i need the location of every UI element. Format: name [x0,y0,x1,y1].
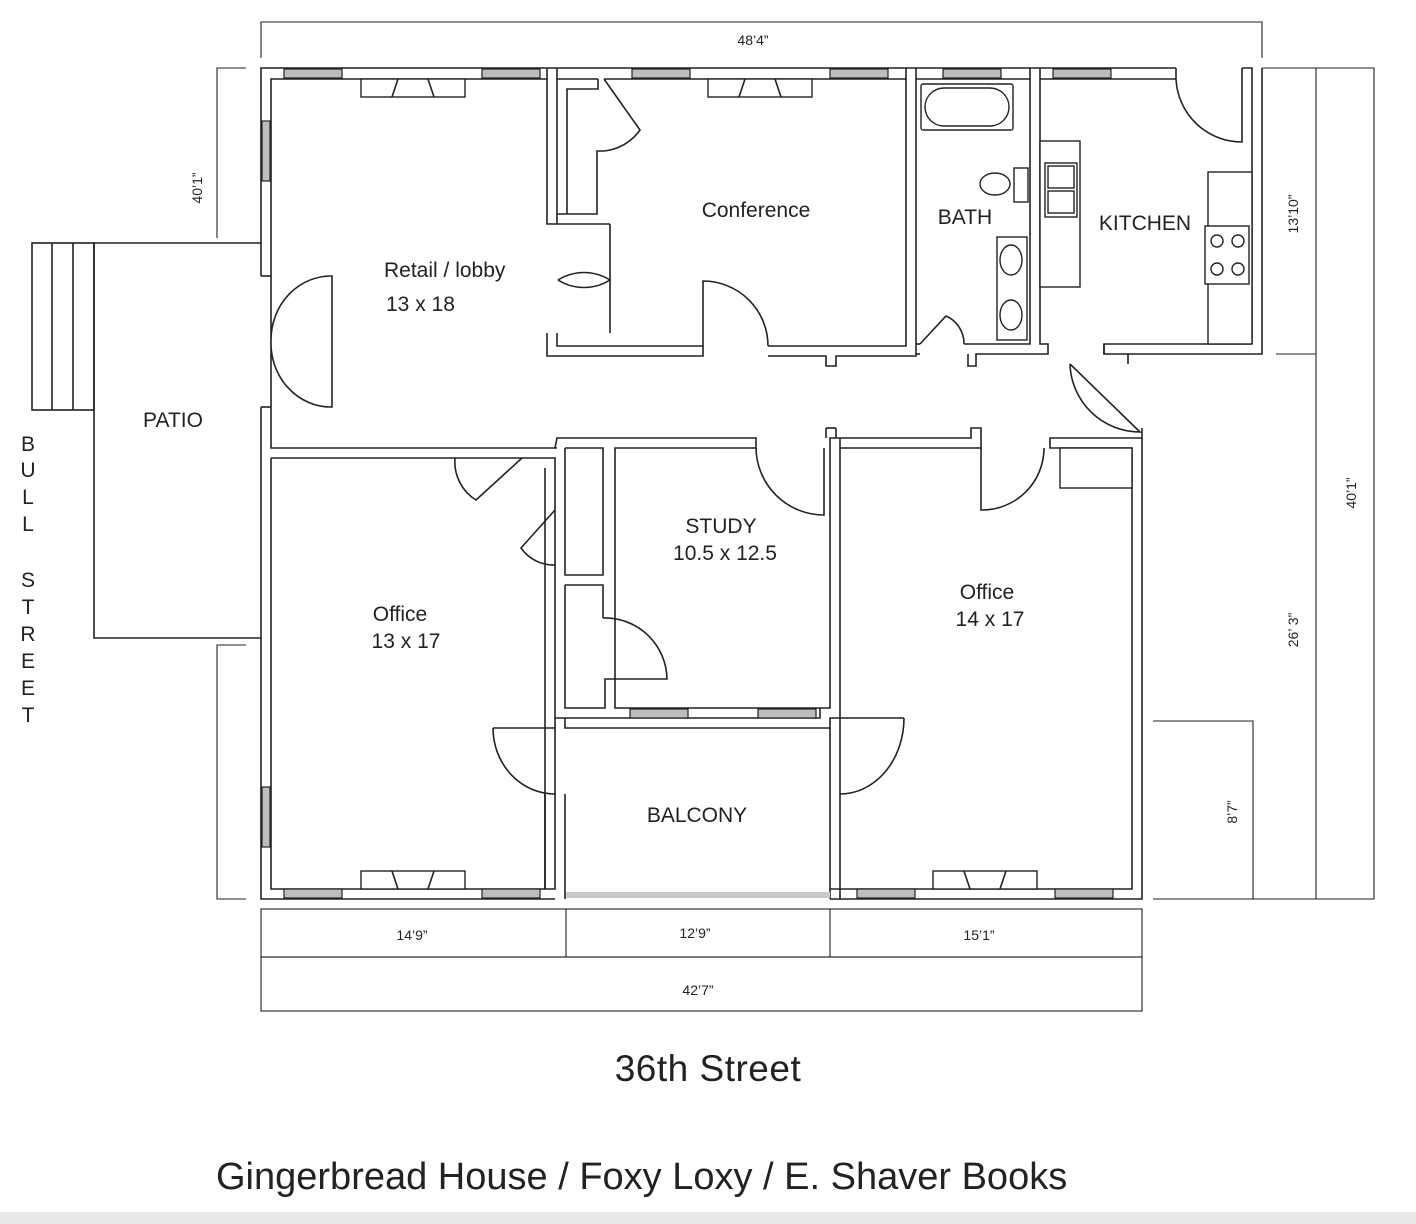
dim-top-width: 48’4” [737,32,768,48]
dim-right-upper: 13’10” [1285,194,1301,233]
bottom-strip [0,1212,1416,1224]
dim-balcony-depth: 8’7” [1224,800,1240,824]
side-street-letter: S [21,569,35,592]
side-street-letter: L [22,486,34,509]
windows [261,68,1114,899]
room-conference-name: Conference [702,199,811,222]
doors [261,68,1243,795]
room-balcony-name: BALCONY [647,804,747,827]
dim-right-lower: 26’ 3” [1285,612,1301,647]
room-study-size: 10.5 x 12.5 [673,542,777,565]
heater-fixtures [360,78,1038,890]
room-office-right-size: 14 x 17 [956,608,1025,631]
dimension-lines [216,21,1375,1012]
side-street-letter: T [22,704,35,727]
room-labels: Retail / lobby 13 x 18 Conference BATH K… [143,199,1191,827]
bath-fixtures [920,83,1029,341]
dim-bottom-right: 15’1” [963,927,994,943]
interior-walls [522,79,1129,899]
room-study-name: STUDY [685,515,756,538]
room-retail-size: 13 x 18 [386,293,455,316]
side-street-letter: T [22,596,35,619]
patio-area [31,242,261,639]
room-kitchen-name: KITCHEN [1099,212,1191,235]
building-title: Gingerbread House / Foxy Loxy / E. Shave… [216,1156,1068,1198]
kitchen-fixtures [1039,140,1253,489]
side-street-letter: B [21,433,35,456]
dim-left-upper: 40’1” [189,172,205,203]
room-office-right-name: Office [960,581,1014,604]
dim-right-outer: 40’1” [1343,477,1359,508]
side-street-letter: E [21,677,35,700]
side-street-label: B U L L S T R E E T [20,433,35,727]
room-bath-name: BATH [938,206,992,229]
room-office-left-name: Office [373,603,427,626]
side-street-letter: L [22,513,34,536]
dim-bottom-mid: 12’9” [679,925,710,941]
side-street-letter: E [21,650,35,673]
front-street-label: 36th Street [614,1048,802,1089]
room-office-left-size: 13 x 17 [372,630,441,653]
side-street-letter: U [20,459,35,482]
dimension-labels: 48’4” 40’1” 40’1” 13’10” 26’ 3” 8’7” 14’… [189,32,1359,998]
room-patio-name: PATIO [143,409,203,432]
dim-bottom-total: 42’7” [682,982,713,998]
side-street-letter: R [20,623,35,646]
room-retail-name: Retail / lobby [384,259,506,282]
dim-bottom-left: 14’9” [396,927,427,943]
